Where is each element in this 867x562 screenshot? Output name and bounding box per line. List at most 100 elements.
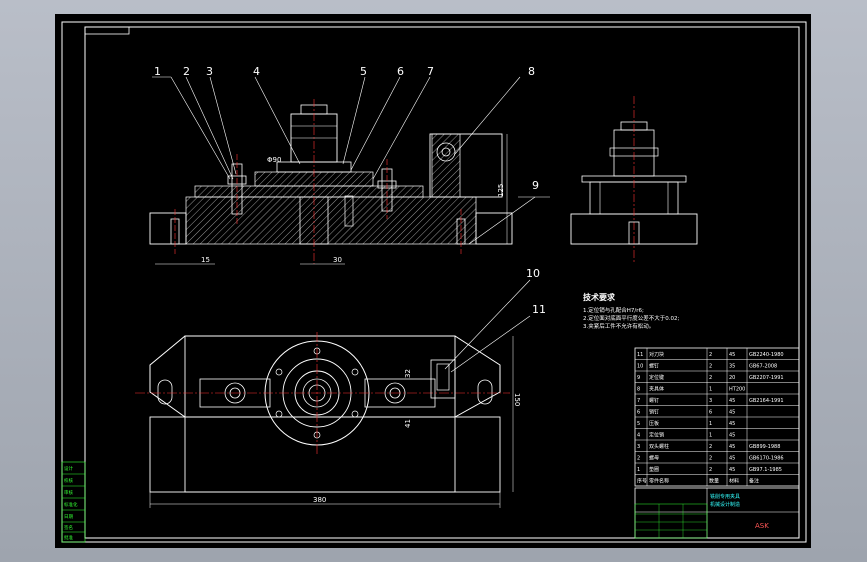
dim-30: 30 — [333, 256, 342, 264]
notes-line-3: 3.夹紧后工件不允许有松动。 — [583, 322, 654, 330]
cad-drawing: 设计 校核 审核 标准化 日期 签名 批准 — [61, 21, 807, 543]
bom-cell-qty: 2 — [709, 364, 712, 370]
bom-cell-std: GB899-1988 — [749, 444, 780, 450]
bom-header-name: 零件名称 — [649, 478, 669, 485]
front-view: Φ90 — [149, 99, 513, 264]
callout-11: 11 — [532, 303, 546, 316]
callout-1: 1 — [154, 65, 161, 78]
bom-cell-mat: 45 — [729, 398, 735, 404]
bom-cell-name: 夹具体 — [649, 386, 664, 393]
bom-cell-no: 7 — [637, 398, 640, 404]
bom-cell-qty: 1 — [709, 387, 712, 393]
bom-cell-mat: 45 — [729, 456, 735, 462]
bom-cell-mat: 20 — [729, 375, 735, 381]
bom-cell-no: 11 — [637, 352, 643, 358]
bom-cell-no: 5 — [637, 421, 640, 427]
notes-line-1: 1.定位销与孔配合H7/r6; — [583, 306, 644, 314]
dim-phi90: Φ90 — [267, 156, 281, 164]
callout-5: 5 — [360, 65, 367, 78]
side-label-5: 签名 — [64, 524, 73, 531]
bom-cell-std: GB2164-1991 — [749, 398, 784, 404]
bom-cell-std: GB97.1-1985 — [749, 467, 782, 473]
bom-cell-mat: 45 — [729, 444, 735, 450]
bom-cell-no: 1 — [637, 467, 640, 473]
dim-150: 150 — [513, 393, 521, 406]
callout-8: 8 — [528, 65, 535, 78]
bom-cell-mat: 35 — [729, 364, 735, 370]
bom-cell-no: 6 — [637, 410, 640, 416]
corner-box — [84, 26, 130, 35]
bom-header-no: 序号 — [637, 478, 647, 485]
bom-cell-std: GB6170-1986 — [749, 456, 784, 462]
dim-125: 125 — [497, 184, 505, 197]
bom-cell-name: 定位键 — [649, 374, 664, 381]
dim-41: 41 — [404, 419, 412, 428]
title-block: 铣削专用夹具 机械设计制造 ASK — [634, 487, 800, 539]
callout-7: 7 — [427, 65, 434, 78]
bom-cell-no: 3 — [637, 444, 640, 450]
callout-4: 4 — [253, 65, 260, 78]
side-view — [570, 96, 698, 264]
bom-cell-qty: 1 — [709, 421, 712, 427]
bom-header-qty: 数量 — [709, 478, 719, 485]
top-view — [135, 332, 510, 493]
outer-frame — [61, 21, 807, 543]
side-label-2: 审核 — [64, 489, 73, 496]
bom-header-mat: 材料 — [729, 478, 739, 485]
notes-line-2: 2.定位面对底面平行度公差不大于0.02; — [583, 314, 679, 322]
bom-cell-name: 定位销 — [649, 432, 664, 439]
bom-cell-mat: 45 — [729, 421, 735, 427]
bom-cell-no: 4 — [637, 433, 640, 439]
bom-header-std: 备注 — [749, 478, 759, 485]
bom-cell-mat: 45 — [729, 467, 735, 473]
bom-cell-name: 螺钉 — [649, 397, 659, 404]
bom-cell-qty: 2 — [709, 444, 712, 450]
bom-cell-name: 压板 — [649, 420, 659, 427]
dim-15: 15 — [201, 256, 210, 264]
bom-cell-mat: HT200 — [729, 387, 745, 393]
callout-6: 6 — [397, 65, 404, 78]
top-dimensions: 380 150 32 41 — [149, 336, 521, 508]
callout-2: 2 — [183, 65, 190, 78]
bom-cell-std: GB2240-1980 — [749, 352, 784, 358]
bom-cell-name: 销钉 — [649, 409, 659, 416]
notes-title: 技术要求 — [583, 292, 616, 302]
bom-cell-name: 螺母 — [649, 455, 659, 462]
bom-cell-no: 8 — [637, 387, 640, 393]
bom-cell-name: 垫圈 — [649, 466, 659, 473]
bom-cell-qty: 3 — [709, 398, 712, 404]
drawing-no: ASK — [755, 522, 769, 530]
callouts: 1 2 3 4 5 6 7 8 9 10 11 — [152, 65, 550, 373]
bom-cell-qty: 2 — [709, 456, 712, 462]
bom-cell-name: 双头螺柱 — [649, 443, 669, 450]
dim-380: 380 — [313, 496, 326, 504]
side-strip: 设计 校核 审核 标准化 日期 签名 批准 — [61, 461, 86, 543]
inner-frame — [84, 26, 800, 539]
bom-cell-qty: 1 — [709, 433, 712, 439]
side-label-1: 校核 — [64, 477, 73, 484]
bom-cell-std: GB2207-1991 — [749, 375, 784, 381]
bom-cell-no: 9 — [637, 375, 640, 381]
side-label-4: 日期 — [64, 514, 73, 520]
callout-9: 9 — [532, 179, 539, 192]
bom-cell-qty: 2 — [709, 352, 712, 358]
callout-3: 3 — [206, 65, 213, 78]
bom-cell-no: 10 — [637, 364, 643, 370]
bom-cell-name: 螺钉 — [649, 363, 659, 370]
callout-10: 10 — [526, 267, 540, 280]
bom-cell-std: GB67-2008 — [749, 364, 777, 370]
front-dimensions: 15 30 125 — [155, 134, 508, 265]
drawing-canvas: 设计 校核 审核 标准化 日期 签名 批准 — [55, 14, 811, 548]
bom-cell-mat: 45 — [729, 410, 735, 416]
side-label-6: 批准 — [64, 534, 73, 541]
title-text: 铣削专用夹具 — [710, 493, 740, 500]
bom-cell-mat: 45 — [729, 352, 735, 358]
company-text: 机械设计制造 — [710, 501, 740, 508]
side-label-0: 设计 — [64, 465, 73, 472]
dim-32: 32 — [404, 369, 412, 378]
bom-cell-name: 对刀块 — [649, 351, 664, 358]
tech-notes: 技术要求 1.定位销与孔配合H7/r6; 2.定位面对底面平行度公差不大于0.0… — [583, 292, 679, 330]
bom-cell-no: 2 — [637, 456, 640, 462]
side-label-3: 标准化 — [64, 501, 78, 508]
